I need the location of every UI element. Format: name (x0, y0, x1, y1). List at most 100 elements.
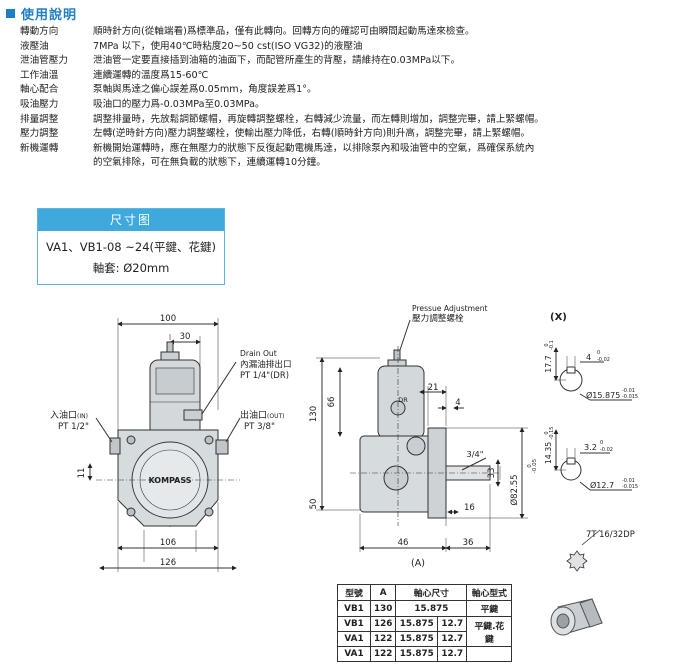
dim-d82-tol0: 0 (527, 464, 533, 468)
size-box-title: 尺寸图 (38, 209, 224, 231)
spec-cell (466, 646, 513, 662)
usage-text: 調整排量時，先放鬆調節螺帽，再旋轉調整螺栓，右轉減少流量，而左轉則增加，調整完畢… (93, 113, 544, 125)
usage-text: 泵軸與馬達之偏心誤差爲0.05mm，角度誤差爲1°。 (93, 84, 317, 96)
dim-36: 36 (463, 538, 474, 548)
outlet-pt: PT 3/8" (244, 422, 275, 432)
drain-out-cn: 內漏油排出口 (240, 358, 292, 370)
dim-16: 16 (464, 503, 475, 513)
dim-46: 46 (398, 538, 409, 548)
dim-50: 50 (309, 499, 319, 510)
usage-row: 泄油管壓力 泄油管一定要直接插到油箱的油面下，而配管所產生的背壓，請維持在0.03… (20, 54, 680, 69)
dim-33: 33 (487, 468, 497, 479)
dim-d82: Ø82.55 (509, 474, 520, 505)
section-title: 使用說明 (21, 7, 78, 23)
x-32-tol: 0 (600, 440, 603, 446)
x-4-tol: 0 (597, 350, 600, 356)
usage-text: 順時針方向(從軸端看)爲標準品，僅有此轉向。回轉方向的確認可由瞬間起動馬達來檢查… (93, 26, 475, 37)
side-view (316, 319, 528, 552)
spec-cell: VB1 (337, 616, 371, 632)
spec-header: 型號 (337, 584, 371, 601)
usage-label: 泄油管壓力 (20, 55, 68, 67)
x-1435-tol: 0 (544, 431, 550, 434)
spec-cell: 15.875 (395, 631, 439, 647)
x-d127-tol2: -0.015 (622, 484, 638, 490)
x-1435: 14.35 (544, 442, 553, 464)
usage-text: 7MPa 以下，使用40℃時粘度20~50 cst(ISO VG32)的液壓油 (93, 40, 363, 52)
usage-label: 液壓油 (20, 40, 49, 52)
spec-cell: 15.875 (395, 646, 439, 662)
size-box: 尺寸图 VA1、VB1-08 ~24(平鍵、花鍵) 軸套: Ø20mm (37, 208, 225, 285)
usage-label: 轉動方向 (20, 26, 59, 37)
usage-row: 吸油壓力吸油口的壓力爲-0.03MPa至0.03MPa。 (20, 98, 680, 113)
x-4: 4 (586, 352, 591, 362)
spec-cell: 130 (369, 600, 397, 617)
x-177: 17.7 (544, 355, 553, 372)
dim-130: 130 (309, 406, 319, 422)
spec-cell: 122 (369, 646, 397, 662)
usage-label: 壓力調整 (20, 128, 59, 140)
shaft-detail-1 (553, 347, 632, 401)
spec-cell: 126 (369, 616, 397, 632)
usage-list: 轉動方向 順時針方向(從軸端看)爲標準品，僅有此轉向。回轉方向的確認可由瞬間起動馬… (20, 25, 680, 171)
spec-cell: 12.7 (437, 631, 468, 647)
dim-100: 100 (160, 314, 176, 324)
x-d15-tol2: -0.015 (622, 394, 638, 400)
dim-126: 126 (160, 558, 176, 568)
usage-row: 軸心配合 泵軸與馬達之偏心誤差爲0.05mm，角度誤差爲1°。 (20, 83, 680, 98)
dr-label: DR (398, 396, 408, 404)
usage-label: 軸心配合 (20, 84, 59, 96)
dimension-drawing: 100 30 Drain Out 內漏油排出口 PT 1/4"(DR) 入油口(… (50, 304, 638, 572)
outlet-tag: (OUT) (267, 413, 284, 420)
usage-label: 排量調整 (20, 113, 59, 125)
spec-cell: VB1 (337, 600, 371, 617)
dim-66: 66 (327, 397, 337, 408)
spec-cell: 平鍵.花鍵 (466, 616, 513, 647)
spec-cell: 122 (369, 631, 397, 647)
usage-row: 新機運轉 新機開始運轉時，應在無壓力的狀態下反復起動電機馬達，以排除泵內和吸油管中… (20, 142, 680, 171)
shaft-sleeve-picture (550, 598, 603, 636)
x-177-tol2: -0.1 (549, 340, 555, 350)
x-4-tol2: -0.02 (597, 357, 610, 363)
spline-label: 7T 16/32DP (586, 529, 635, 539)
usage-label: 新機運轉 (20, 142, 59, 154)
dim-d82-tol: -0.05 (532, 458, 538, 473)
table-row: VA1 122 15.875 12.7 (337, 646, 513, 662)
inlet-pt: PT 1/2" (58, 422, 89, 432)
spec-cell: 12.7 (437, 616, 468, 632)
x-1435-tol2: -0.15 (549, 427, 555, 440)
usage-text: 新機開始運轉時，應在無壓力的狀態下反復起動電機馬達，以排除泵內和吸油管中的空氣，… (93, 142, 535, 169)
usage-row: 排量調整 調整排量時，先放鬆調節螺帽，再旋轉調整螺栓，右轉減少流量，而左轉則增加，… (20, 113, 680, 128)
inlet-label-text: 入油口 (50, 409, 77, 421)
dim-4: 4 (455, 398, 460, 408)
dim-21: 21 (428, 383, 439, 393)
section-header: 使用說明 (6, 4, 78, 23)
spec-header-row: 型號 A 軸心尺寸 軸心型式 (337, 584, 513, 601)
x-177-tol: 0 (544, 343, 550, 346)
usage-text: 左轉(逆時針方向)壓力調整螺栓，使輸出壓力降低，右轉(順時針方向)則升高，調整完… (93, 128, 531, 140)
spec-table: 型號 A 軸心尺寸 軸心型式 VB1 130 15.875 平鍵 VB1 126… (337, 584, 513, 662)
dim-106: 106 (160, 538, 176, 548)
usage-text: 泄油管一定要直接插到油箱的油面下，而配管所產生的背壓，請維持在0.03MPa以下… (93, 55, 461, 67)
x-32: 3.2 (584, 442, 597, 452)
spec-header: 軸心型式 (466, 584, 513, 601)
usage-row: 液壓油 7MPa 以下，使用40℃時粘度20~50 cst(ISO VG32)的液… (20, 40, 680, 55)
x-d15-tol: -0.01 (622, 388, 635, 394)
usage-row: 壓力調整 左轉(逆時針方向)壓力調整螺栓，使輸出壓力降低，右轉(順時針方向)則升高… (20, 127, 680, 142)
x-d127: Ø12.7 (590, 480, 614, 490)
x-32-tol2: -0.02 (600, 447, 613, 453)
pressure-adj-en: Pressue Adjustment (412, 304, 488, 313)
shaft-detail-2 (553, 429, 632, 491)
usage-text: 吸油口的壓力爲-0.03MPa至0.03MPa。 (93, 98, 265, 110)
view-a: (A) (411, 558, 425, 569)
spec-header: A (369, 584, 397, 601)
size-box-shaft: 軸套: Ø20mm (92, 261, 170, 275)
inlet-tag: (IN) (77, 413, 88, 420)
table-row: VB1 130 15.875 平鍵 (337, 600, 513, 617)
usage-row: 轉動方向 順時針方向(從軸端看)爲標準品，僅有此轉向。回轉方向的確認可由瞬間起動馬… (20, 25, 680, 40)
drain-out-en: Drain Out (240, 349, 277, 358)
front-view (87, 318, 241, 572)
dim-3-4: 3/4" (467, 449, 484, 459)
spec-header: 軸心尺寸 (395, 584, 468, 601)
spec-cell: VA1 (337, 631, 371, 647)
